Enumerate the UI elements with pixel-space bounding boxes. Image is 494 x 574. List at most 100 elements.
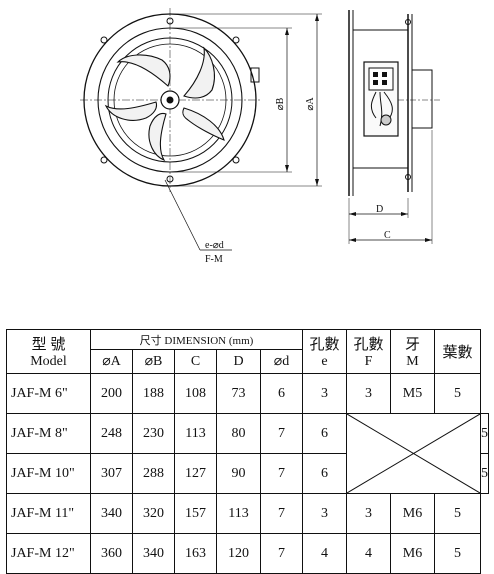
table-row: JAF-M 10" 307 288 127 90 7 6 5 xyxy=(6,453,489,494)
b-cell: 188 xyxy=(132,373,175,414)
c-cell: 163 xyxy=(174,533,217,574)
col-b-header: ⌀B xyxy=(132,349,175,374)
not-applicable-cell xyxy=(346,413,481,494)
holes-diameter-label: e-⌀d xyxy=(205,240,224,251)
a-cell: 200 xyxy=(90,373,133,414)
dd-cell: 7 xyxy=(260,533,303,574)
m-cell: M5 xyxy=(390,373,435,414)
dimension-a-label: ⌀A xyxy=(305,97,316,111)
model-cell: JAF-M 10" xyxy=(6,453,91,494)
fan-technical-drawing: ⌀B ⌀A e-⌀d F-M D C xyxy=(80,8,440,265)
model-cell: JAF-M 6" xyxy=(6,373,91,414)
holes-e-header-sym: e xyxy=(321,354,328,369)
dimension-c-label: C xyxy=(384,230,391,241)
holes-f-header-cn: 孔數 xyxy=(353,337,384,353)
mounting-hole xyxy=(232,156,240,164)
thread-header-sym: M xyxy=(406,354,419,369)
model-cell: JAF-M 8" xyxy=(6,413,91,454)
fan-blade xyxy=(116,54,171,87)
mounting-hole xyxy=(100,156,108,164)
blades-header: 葉數 xyxy=(434,329,481,374)
fan-blade xyxy=(104,101,158,121)
side-view xyxy=(348,10,440,244)
d-cell: 90 xyxy=(216,453,261,494)
d-cell: 73 xyxy=(216,373,261,414)
col-a-header: ⌀A xyxy=(90,349,133,374)
c-cell: 127 xyxy=(174,453,217,494)
f-cell: 3 xyxy=(346,373,391,414)
m-cell: M6 xyxy=(390,493,435,534)
c-cell: 108 xyxy=(174,373,217,414)
model-header-en: Model xyxy=(30,354,67,369)
fan-blade xyxy=(182,107,225,141)
holes-f-header-sym: F xyxy=(364,354,373,369)
specification-table: 型 號 Model 尺寸 DIMENSION (mm) 孔數 e 孔數 F 牙 … xyxy=(6,329,489,574)
b-cell: 320 xyxy=(132,493,175,534)
table-row: JAF-M 8" 248 230 113 80 7 6 5 xyxy=(6,413,489,494)
e-cell: 4 xyxy=(302,533,347,574)
b-cell: 230 xyxy=(132,413,175,454)
thread-header-cn: 牙 xyxy=(404,337,420,353)
header-row: 型 號 Model 尺寸 DIMENSION (mm) 孔數 e 孔數 F 牙 … xyxy=(6,329,489,374)
model-header: 型 號 Model xyxy=(6,329,91,374)
a-cell: 340 xyxy=(90,493,133,534)
c-cell: 113 xyxy=(174,413,217,454)
holes-e-header-cn: 孔數 xyxy=(309,337,340,353)
e-cell: 3 xyxy=(302,373,347,414)
c-cell: 157 xyxy=(174,493,217,534)
e-cell: 3 xyxy=(302,493,347,534)
blades-cell: 5 xyxy=(434,533,481,574)
dimension-b-label: ⌀B xyxy=(275,97,286,110)
f-cell: 4 xyxy=(346,533,391,574)
fan-blade xyxy=(183,46,215,99)
mounting-bracket xyxy=(411,69,433,129)
cross-out-mark xyxy=(347,414,480,493)
a-cell: 248 xyxy=(90,413,133,454)
dd-cell: 6 xyxy=(260,373,303,414)
mounting-hole xyxy=(232,36,240,44)
motor-bump xyxy=(250,67,260,83)
col-dd-header: ⌀d xyxy=(260,349,303,374)
table-row: JAF-M 12" 360 340 163 120 7 4 4 M6 5 xyxy=(6,533,489,574)
fan-blade xyxy=(148,112,167,162)
blades-cell: 5 xyxy=(480,453,489,494)
mounting-hole xyxy=(100,36,108,44)
fan-blades xyxy=(104,46,225,162)
terminal-box xyxy=(368,67,394,91)
f-cell: 3 xyxy=(346,493,391,534)
col-d-header: D xyxy=(216,349,261,374)
a-cell: 360 xyxy=(90,533,133,574)
model-cell: JAF-M 12" xyxy=(6,533,91,574)
front-view xyxy=(80,8,322,251)
b-cell: 340 xyxy=(132,533,175,574)
dimension-header: 尺寸 DIMENSION (mm) xyxy=(90,329,303,350)
e-cell: 6 xyxy=(302,453,347,494)
side-mount-bolt xyxy=(405,19,411,25)
d-cell: 113 xyxy=(216,493,261,534)
side-mount-bolt xyxy=(405,174,411,180)
holes-thread-label: F-M xyxy=(205,254,223,265)
capacitor xyxy=(380,114,392,126)
mounting-holes xyxy=(100,17,240,183)
holes-f-header: 孔數 F xyxy=(346,329,391,374)
blades-cell: 5 xyxy=(434,373,481,414)
d-cell: 120 xyxy=(216,533,261,574)
d-cell: 80 xyxy=(216,413,261,454)
dd-cell: 7 xyxy=(260,413,303,454)
e-cell: 6 xyxy=(302,413,347,454)
fan-shaft xyxy=(166,96,174,104)
holes-e-header: 孔數 e xyxy=(302,329,347,374)
table-row: JAF-M 11" 340 320 157 113 7 3 3 M6 5 xyxy=(6,493,489,534)
dd-cell: 7 xyxy=(260,453,303,494)
subheader-row: ⌀A ⌀B C D ⌀d xyxy=(7,349,489,374)
dd-cell: 7 xyxy=(260,493,303,534)
m-cell: M6 xyxy=(390,533,435,574)
b-cell: 288 xyxy=(132,453,175,494)
blades-cell: 5 xyxy=(480,413,489,454)
table-row: JAF-M 6" 200 188 108 73 6 3 3 M5 5 xyxy=(6,373,489,414)
a-cell: 307 xyxy=(90,453,133,494)
thread-header: 牙 M xyxy=(390,329,435,374)
model-header-cn: 型 號 xyxy=(31,337,66,353)
model-cell: JAF-M 11" xyxy=(6,493,91,534)
blades-cell: 5 xyxy=(434,493,481,534)
